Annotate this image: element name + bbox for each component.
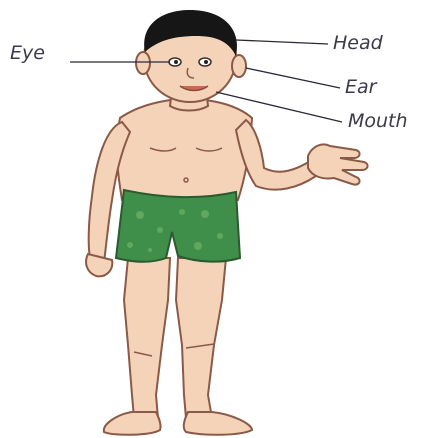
left-ear-shape (136, 52, 150, 74)
right-foot (104, 412, 161, 435)
left-arm (236, 120, 316, 190)
label-head: Head (333, 34, 383, 53)
label-mouth: Mouth (348, 112, 408, 131)
right-hand (86, 254, 112, 276)
label-ear: Ear (345, 78, 376, 97)
legs (124, 258, 226, 418)
label-eye: Eye (10, 44, 45, 63)
right-ear-shape (232, 55, 246, 77)
left-leg (176, 258, 226, 418)
feet (104, 412, 252, 435)
torso (117, 98, 252, 204)
shorts (116, 190, 240, 262)
head-leader-line (236, 40, 328, 44)
ear-leader-line (246, 68, 340, 88)
left-foot (184, 412, 252, 435)
right-leg (124, 258, 170, 418)
left-hand (308, 144, 368, 184)
